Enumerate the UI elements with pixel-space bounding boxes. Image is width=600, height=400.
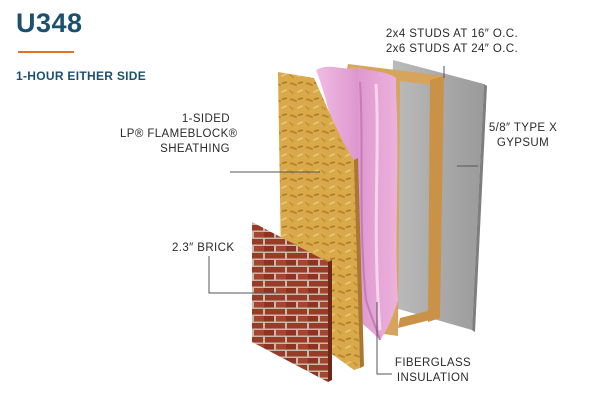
leader-insulation	[376, 302, 392, 375]
title-accent-rule	[18, 51, 74, 53]
insulation-label: FIBERGLASS INSULATION	[394, 357, 472, 384]
brick-panel	[252, 222, 332, 382]
brick-label: 2.3″ BRICK	[172, 242, 235, 254]
leader-brick	[208, 256, 280, 294]
studs-label: 2x4 STUDS AT 16″ O.C. 2x6 STUDS AT 24″ O…	[385, 28, 519, 55]
gypsum-label: 5/8″ TYPE X GYPSUM	[488, 122, 558, 149]
page-title: U348	[16, 8, 83, 38]
leader-lines	[208, 66, 478, 375]
sheathing-label: 1-SIDED LP® FLAMEBLOCK® SHEATHING	[120, 113, 238, 155]
page-subtitle: 1-HOUR EITHER SIDE	[16, 69, 147, 83]
